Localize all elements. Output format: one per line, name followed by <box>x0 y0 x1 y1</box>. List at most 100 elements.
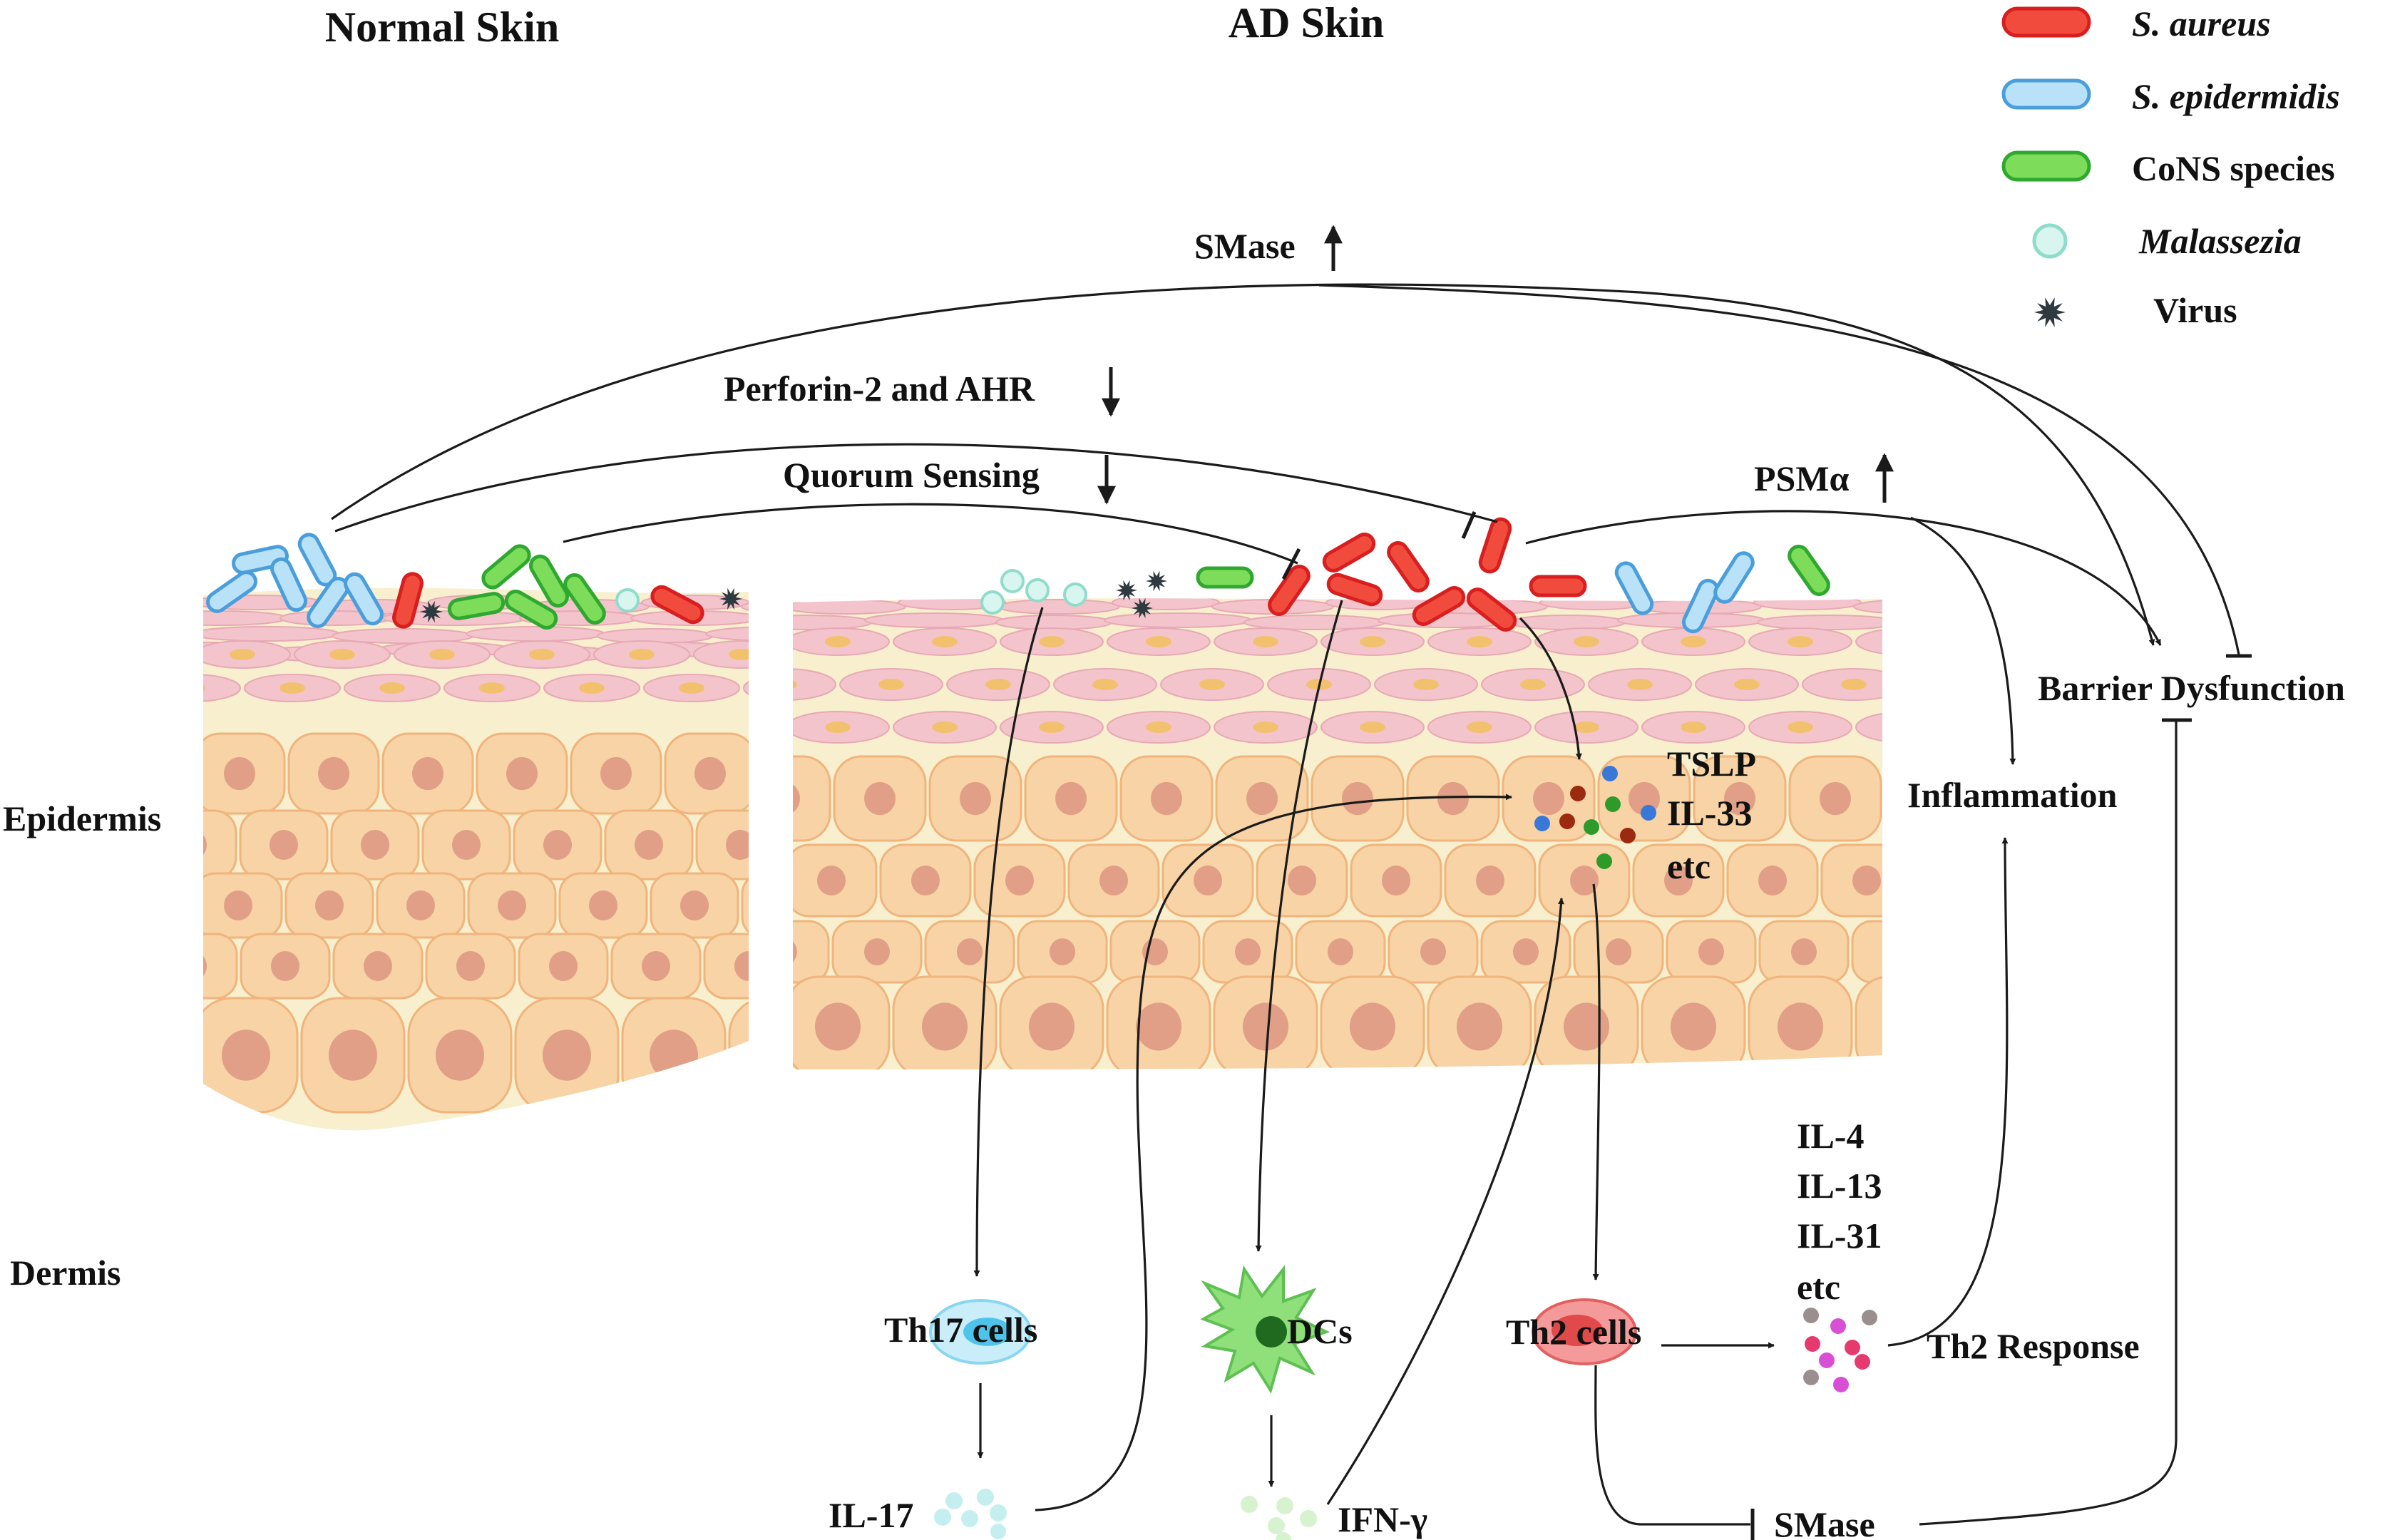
dcs-label: DCs <box>1287 1311 1353 1351</box>
ad-skin-tissue <box>793 598 1882 1069</box>
perforin-arc <box>334 443 1498 533</box>
th2-cell <box>1532 1298 1637 1365</box>
corneum-flake <box>864 612 1004 628</box>
smase-top-label: SMase <box>1194 226 1296 266</box>
corneum-flake <box>203 610 288 626</box>
malassezia-cell <box>1025 578 1050 602</box>
corneum-flake <box>203 626 340 642</box>
cytokine-dot <box>1641 805 1656 821</box>
cons-bacterium <box>563 573 606 625</box>
il17-label: IL-17 <box>829 1495 913 1535</box>
cons-bacterium <box>504 590 558 630</box>
cons-bacterium <box>481 544 531 590</box>
virus-legend-icon <box>2034 297 2066 327</box>
th2-to-smase-path <box>1594 1365 1750 1526</box>
s-aureus-bacterium <box>1466 587 1517 632</box>
barrier-dysfunction-label: Barrier Dysfunction <box>2038 668 2345 708</box>
il4-label: IL-4 <box>1797 1116 1864 1156</box>
cytokine-dot <box>1559 813 1575 829</box>
malassezia-cell <box>1063 582 1087 607</box>
corneum-flake <box>1509 615 1626 630</box>
skin-cell <box>793 920 830 984</box>
epithelial-cytokines-cluster <box>1534 766 1656 869</box>
skin-cell <box>1855 711 1882 744</box>
smase-to-barrier-line <box>1919 720 2178 1526</box>
malassezia-legend-icon <box>2032 223 2068 259</box>
s-epidermidis-bacterium <box>1681 578 1720 634</box>
smase-bottom-label: SMase <box>1774 1504 1875 1540</box>
corneum-flake <box>995 615 1112 630</box>
psma-to-inflammation-arrow <box>1910 516 2016 765</box>
malassezia-to-th17-arrow <box>973 607 1044 1277</box>
epidermis-label: Epidermis <box>3 799 161 838</box>
legend-malassezia-label: Malassezia <box>2138 221 2302 261</box>
cons-bacterium <box>1788 545 1830 596</box>
ifng-label: IFN-γ <box>1338 1499 1427 1539</box>
inflammation-label: Inflammation <box>1907 775 2118 815</box>
ifng-cytokine-dots <box>1241 1496 1317 1540</box>
s-epidermidis-bacterium <box>1713 551 1755 604</box>
ad-skin-microbes <box>980 517 1830 634</box>
corneum-flake <box>466 626 605 642</box>
smase-to-barrier-arc <box>1318 284 2240 655</box>
cons-legend-icon <box>2001 150 2091 182</box>
cytokine-dot <box>1602 766 1618 781</box>
s-aureus-bacterium <box>1412 586 1466 626</box>
skin-cell <box>703 933 749 1000</box>
corneum-flake <box>1757 615 1882 630</box>
malassezia-cell <box>1000 569 1025 593</box>
ad-skin-title: AD Skin <box>1229 0 1384 46</box>
skin-cell <box>203 933 238 1000</box>
corneum-flake <box>1243 615 1386 630</box>
s-aureus-bacterium <box>392 572 424 629</box>
corneum-flake <box>1104 612 1252 628</box>
tslp-label: TSLP <box>1667 744 1756 784</box>
s-epidermidis-bacterium <box>344 572 384 626</box>
cytokine-dot <box>1570 786 1586 801</box>
s-aureus-bacterium <box>1387 541 1430 592</box>
corneum-flake <box>741 599 749 615</box>
cytokine-dot <box>1620 828 1636 843</box>
etc-label-epidermis: etc <box>1667 846 1711 886</box>
legend: S. aureus S. epidermidis CoNS species Ma… <box>2001 4 2340 330</box>
corneum-flake <box>793 615 873 630</box>
s-aureus-bacterium <box>1529 575 1587 597</box>
skin-cell <box>1855 975 1882 1069</box>
dendritic-cell <box>1200 1265 1330 1394</box>
corneum-flake <box>1853 599 1882 615</box>
cons-bacterium <box>447 592 506 620</box>
s-aureus-bacterium <box>650 585 704 625</box>
ifng-to-cytokines-arrow <box>1326 898 1564 1505</box>
psma-to-barrier-arrow <box>1525 510 2162 646</box>
th2-cells-label: Th2 cells <box>1506 1312 1641 1352</box>
virus-particle <box>719 587 742 610</box>
cytokine-dot <box>1605 796 1621 812</box>
virus-particle <box>420 600 443 623</box>
skin-cell <box>1855 627 1882 656</box>
s-aureus-bacterium <box>1478 517 1512 574</box>
s-aureus-bacterium <box>1326 573 1383 607</box>
s-epidermidis-legend-icon <box>2001 78 2091 110</box>
corneum-flake <box>793 599 906 615</box>
cons-bacterium <box>1196 566 1254 589</box>
s-epidermidis-bacterium <box>206 570 257 613</box>
legend-s-aureus-label: S. aureus <box>2132 4 2271 43</box>
il33-label: IL-33 <box>1667 793 1752 833</box>
normal-skin-microbes <box>206 533 742 630</box>
th2-cytokine-dots <box>1803 1308 1877 1392</box>
cons-bacterium <box>529 554 569 608</box>
th17-cell <box>929 1299 1032 1365</box>
skin-cell <box>741 872 749 939</box>
skin-cell <box>203 674 241 702</box>
cytokine-dot <box>1584 819 1599 835</box>
perforin-label: Perforin-2 and AHR <box>724 369 1035 409</box>
virus-particle <box>1146 570 1167 592</box>
s-aureus-to-cytokines-arrow <box>1519 617 1582 760</box>
virus-particle <box>1116 580 1137 601</box>
corneum-flake <box>1753 598 1862 610</box>
s-epidermidis-bacterium <box>270 557 308 612</box>
il17-cytokine-dots <box>934 1489 1007 1539</box>
s-epidermidis-bacterium <box>1614 561 1654 615</box>
normal-skin-title: Normal Skin <box>325 4 559 51</box>
